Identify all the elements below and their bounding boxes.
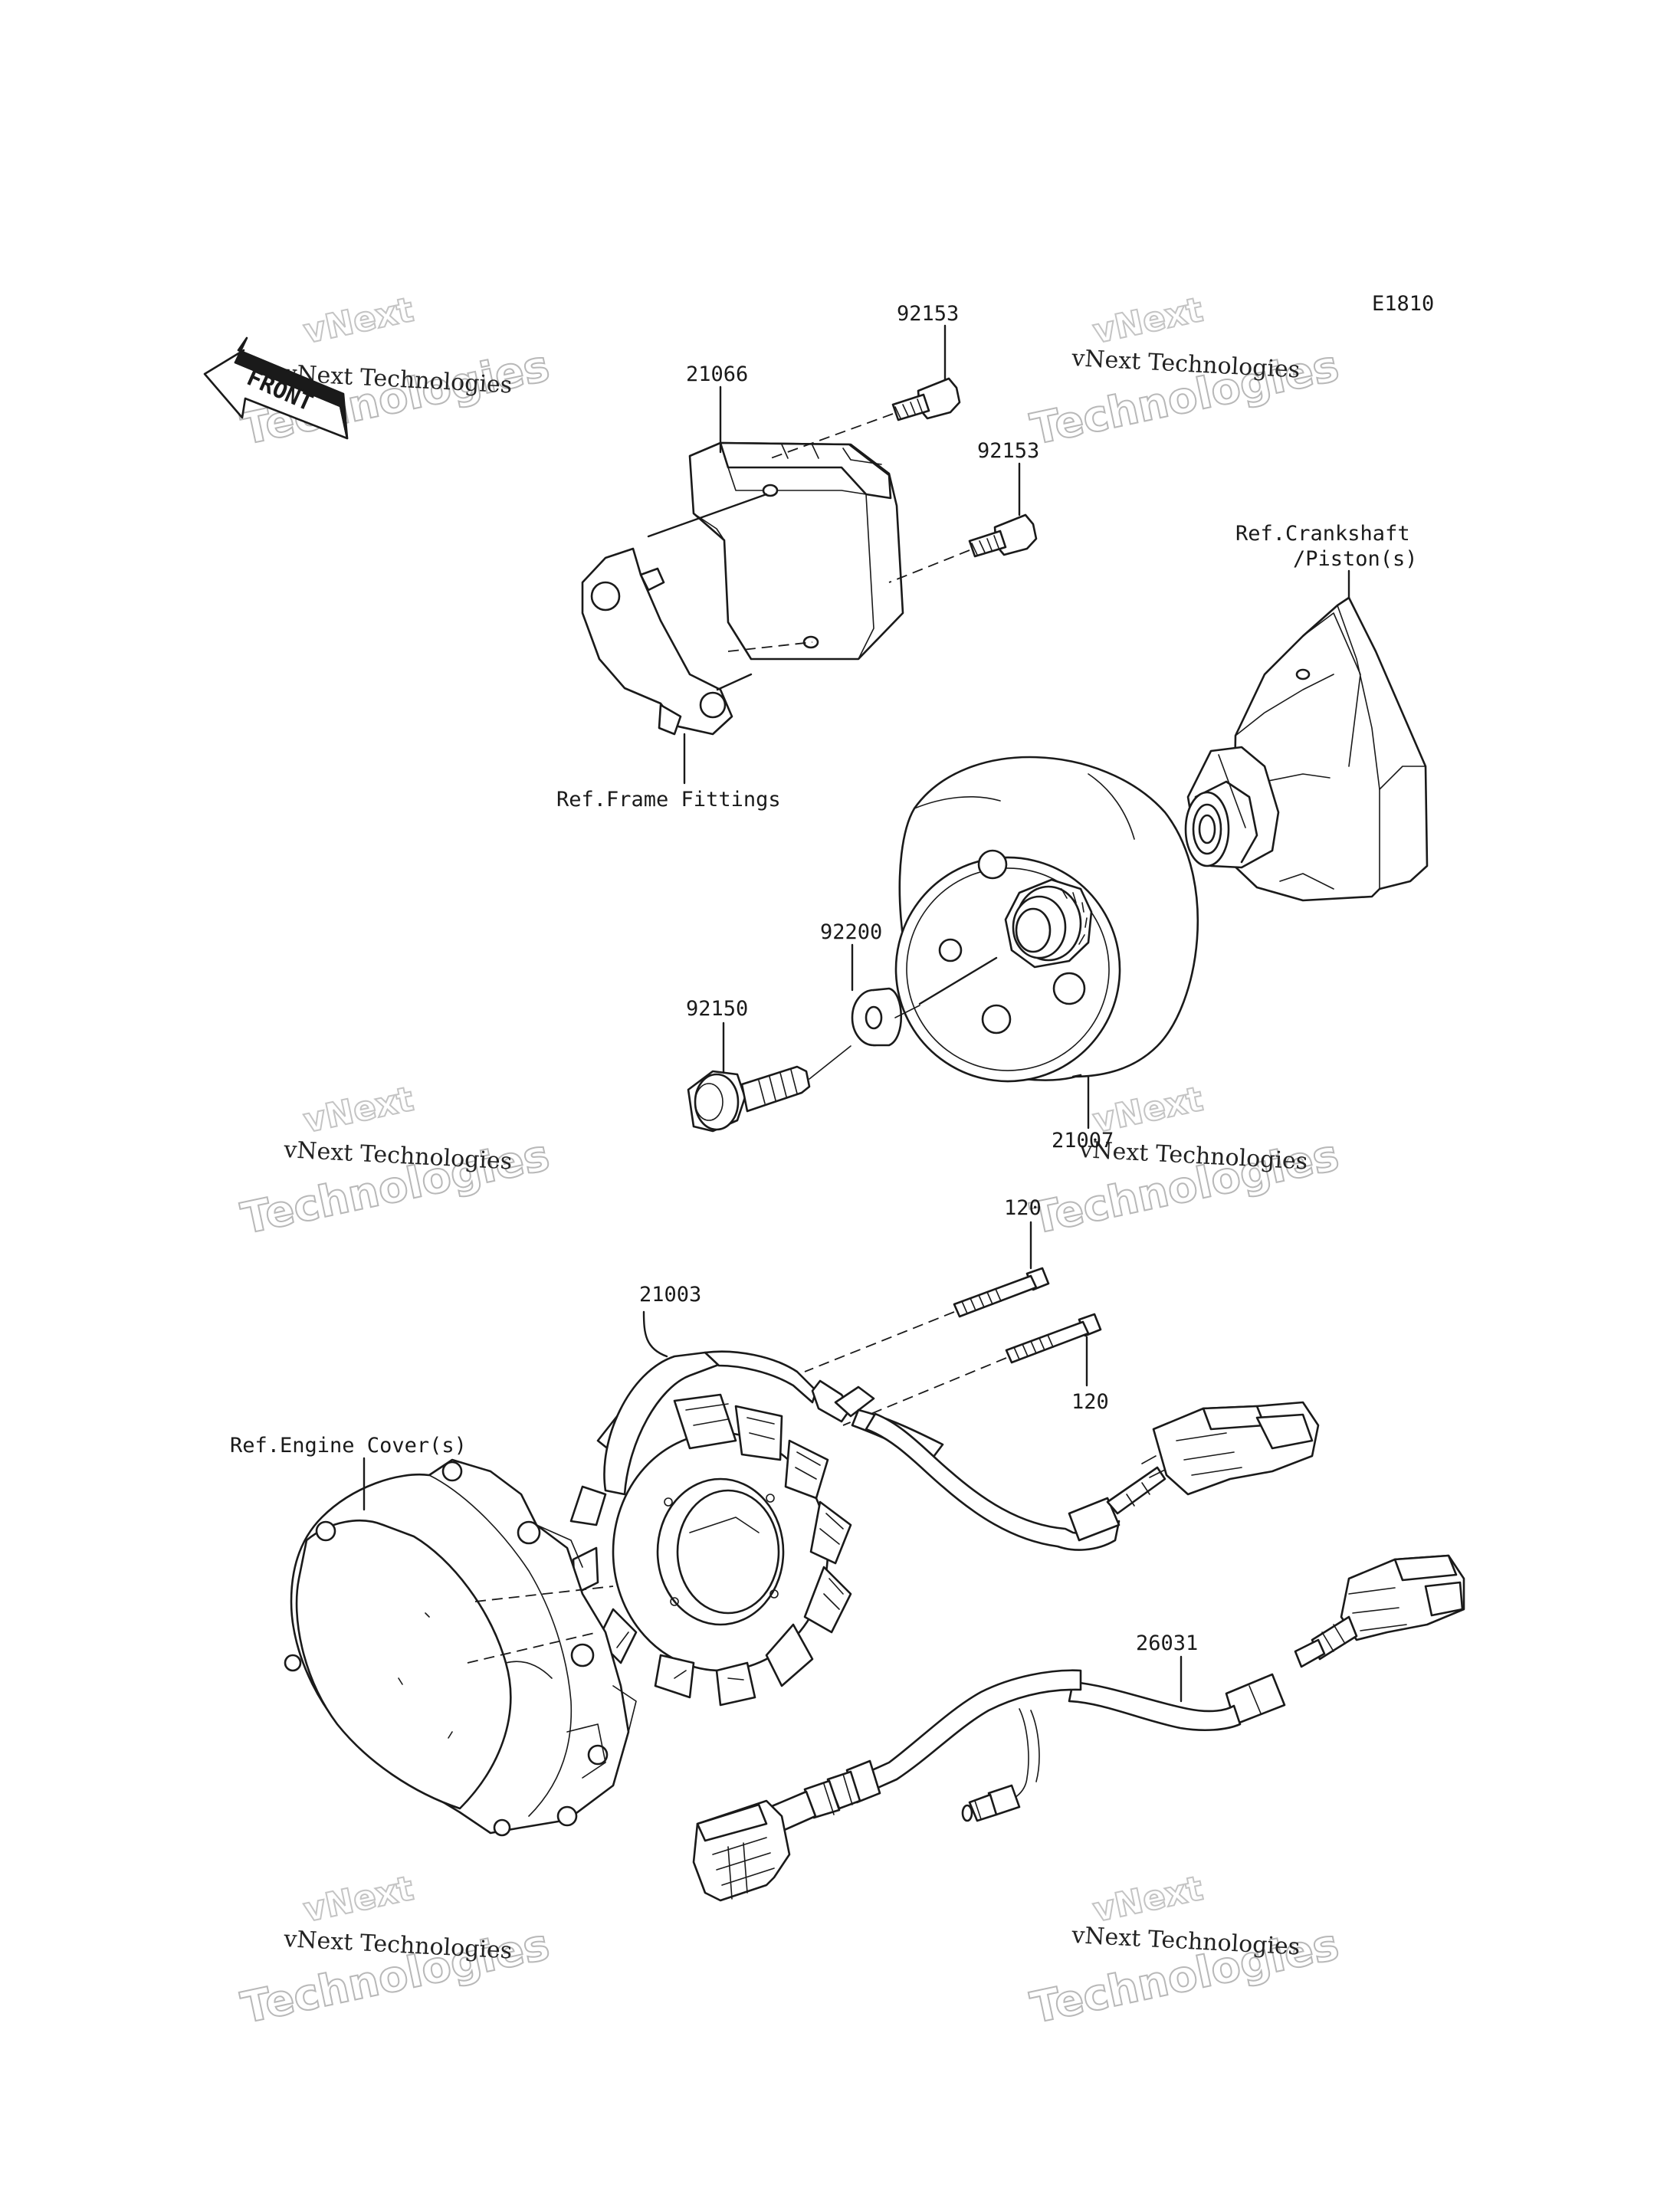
engine-cover-ref-part — [284, 1458, 637, 1837]
rotor-flywheel — [894, 756, 1199, 1083]
svg-text:vNext: vNext — [300, 290, 417, 352]
label-21003: 21003 — [639, 1283, 701, 1307]
label-92200: 92200 — [820, 920, 882, 944]
svg-text:vNext: vNext — [1090, 1869, 1206, 1930]
label-92153-top: 92153 — [897, 302, 959, 326]
screw-120-b — [842, 1313, 1102, 1426]
bolt-92150 — [687, 1045, 851, 1133]
bolt-92153-top — [766, 377, 961, 461]
ref-frame-fittings: Ref.Frame Fittings — [556, 788, 781, 812]
label-92153-mid: 92153 — [977, 439, 1039, 463]
label-21066: 21066 — [686, 362, 748, 386]
stator-coil — [569, 1350, 1320, 1707]
regulator-rectifier — [581, 441, 904, 736]
figure-code: E1810 — [1372, 292, 1434, 316]
label-92150: 92150 — [686, 997, 748, 1021]
watermark-bottom-right: vNext Technologies vNext Technologies — [1025, 1868, 1344, 2035]
crankshaft-ref-part — [1184, 596, 1429, 902]
watermark-bottom-left: vNext Technologies vNext Technologies — [236, 1868, 554, 2035]
ref-piston: /Piston(s) — [1293, 547, 1418, 571]
leader-21003 — [642, 1310, 668, 1358]
label-120-b: 120 — [1071, 1390, 1109, 1414]
washer-92200 — [851, 987, 920, 1047]
bolt-92153-mid — [888, 513, 1038, 583]
wiring-harness-26031 — [692, 1554, 1465, 1902]
watermark-top-right: vNext Technologies vNext Technologies — [1025, 290, 1344, 456]
watermark-mid-left: vNext Technologies vNext Technologies — [236, 1079, 554, 1245]
svg-text:vNext: vNext — [300, 1869, 417, 1930]
svg-text:vNext: vNext — [1090, 290, 1206, 352]
ref-engine-cover: Ref.Engine Cover(s) — [230, 1434, 467, 1458]
ref-crankshaft: Ref.Crankshaft — [1235, 522, 1410, 546]
label-21007: 21007 — [1052, 1129, 1114, 1153]
watermark-mid-right: vNext Technologies vNext Technologies — [1025, 1079, 1344, 1245]
svg-text:vNext: vNext — [300, 1080, 417, 1141]
label-120-a: 120 — [1004, 1196, 1042, 1220]
label-26031: 26031 — [1136, 1631, 1198, 1655]
screw-120-a — [804, 1267, 1050, 1372]
